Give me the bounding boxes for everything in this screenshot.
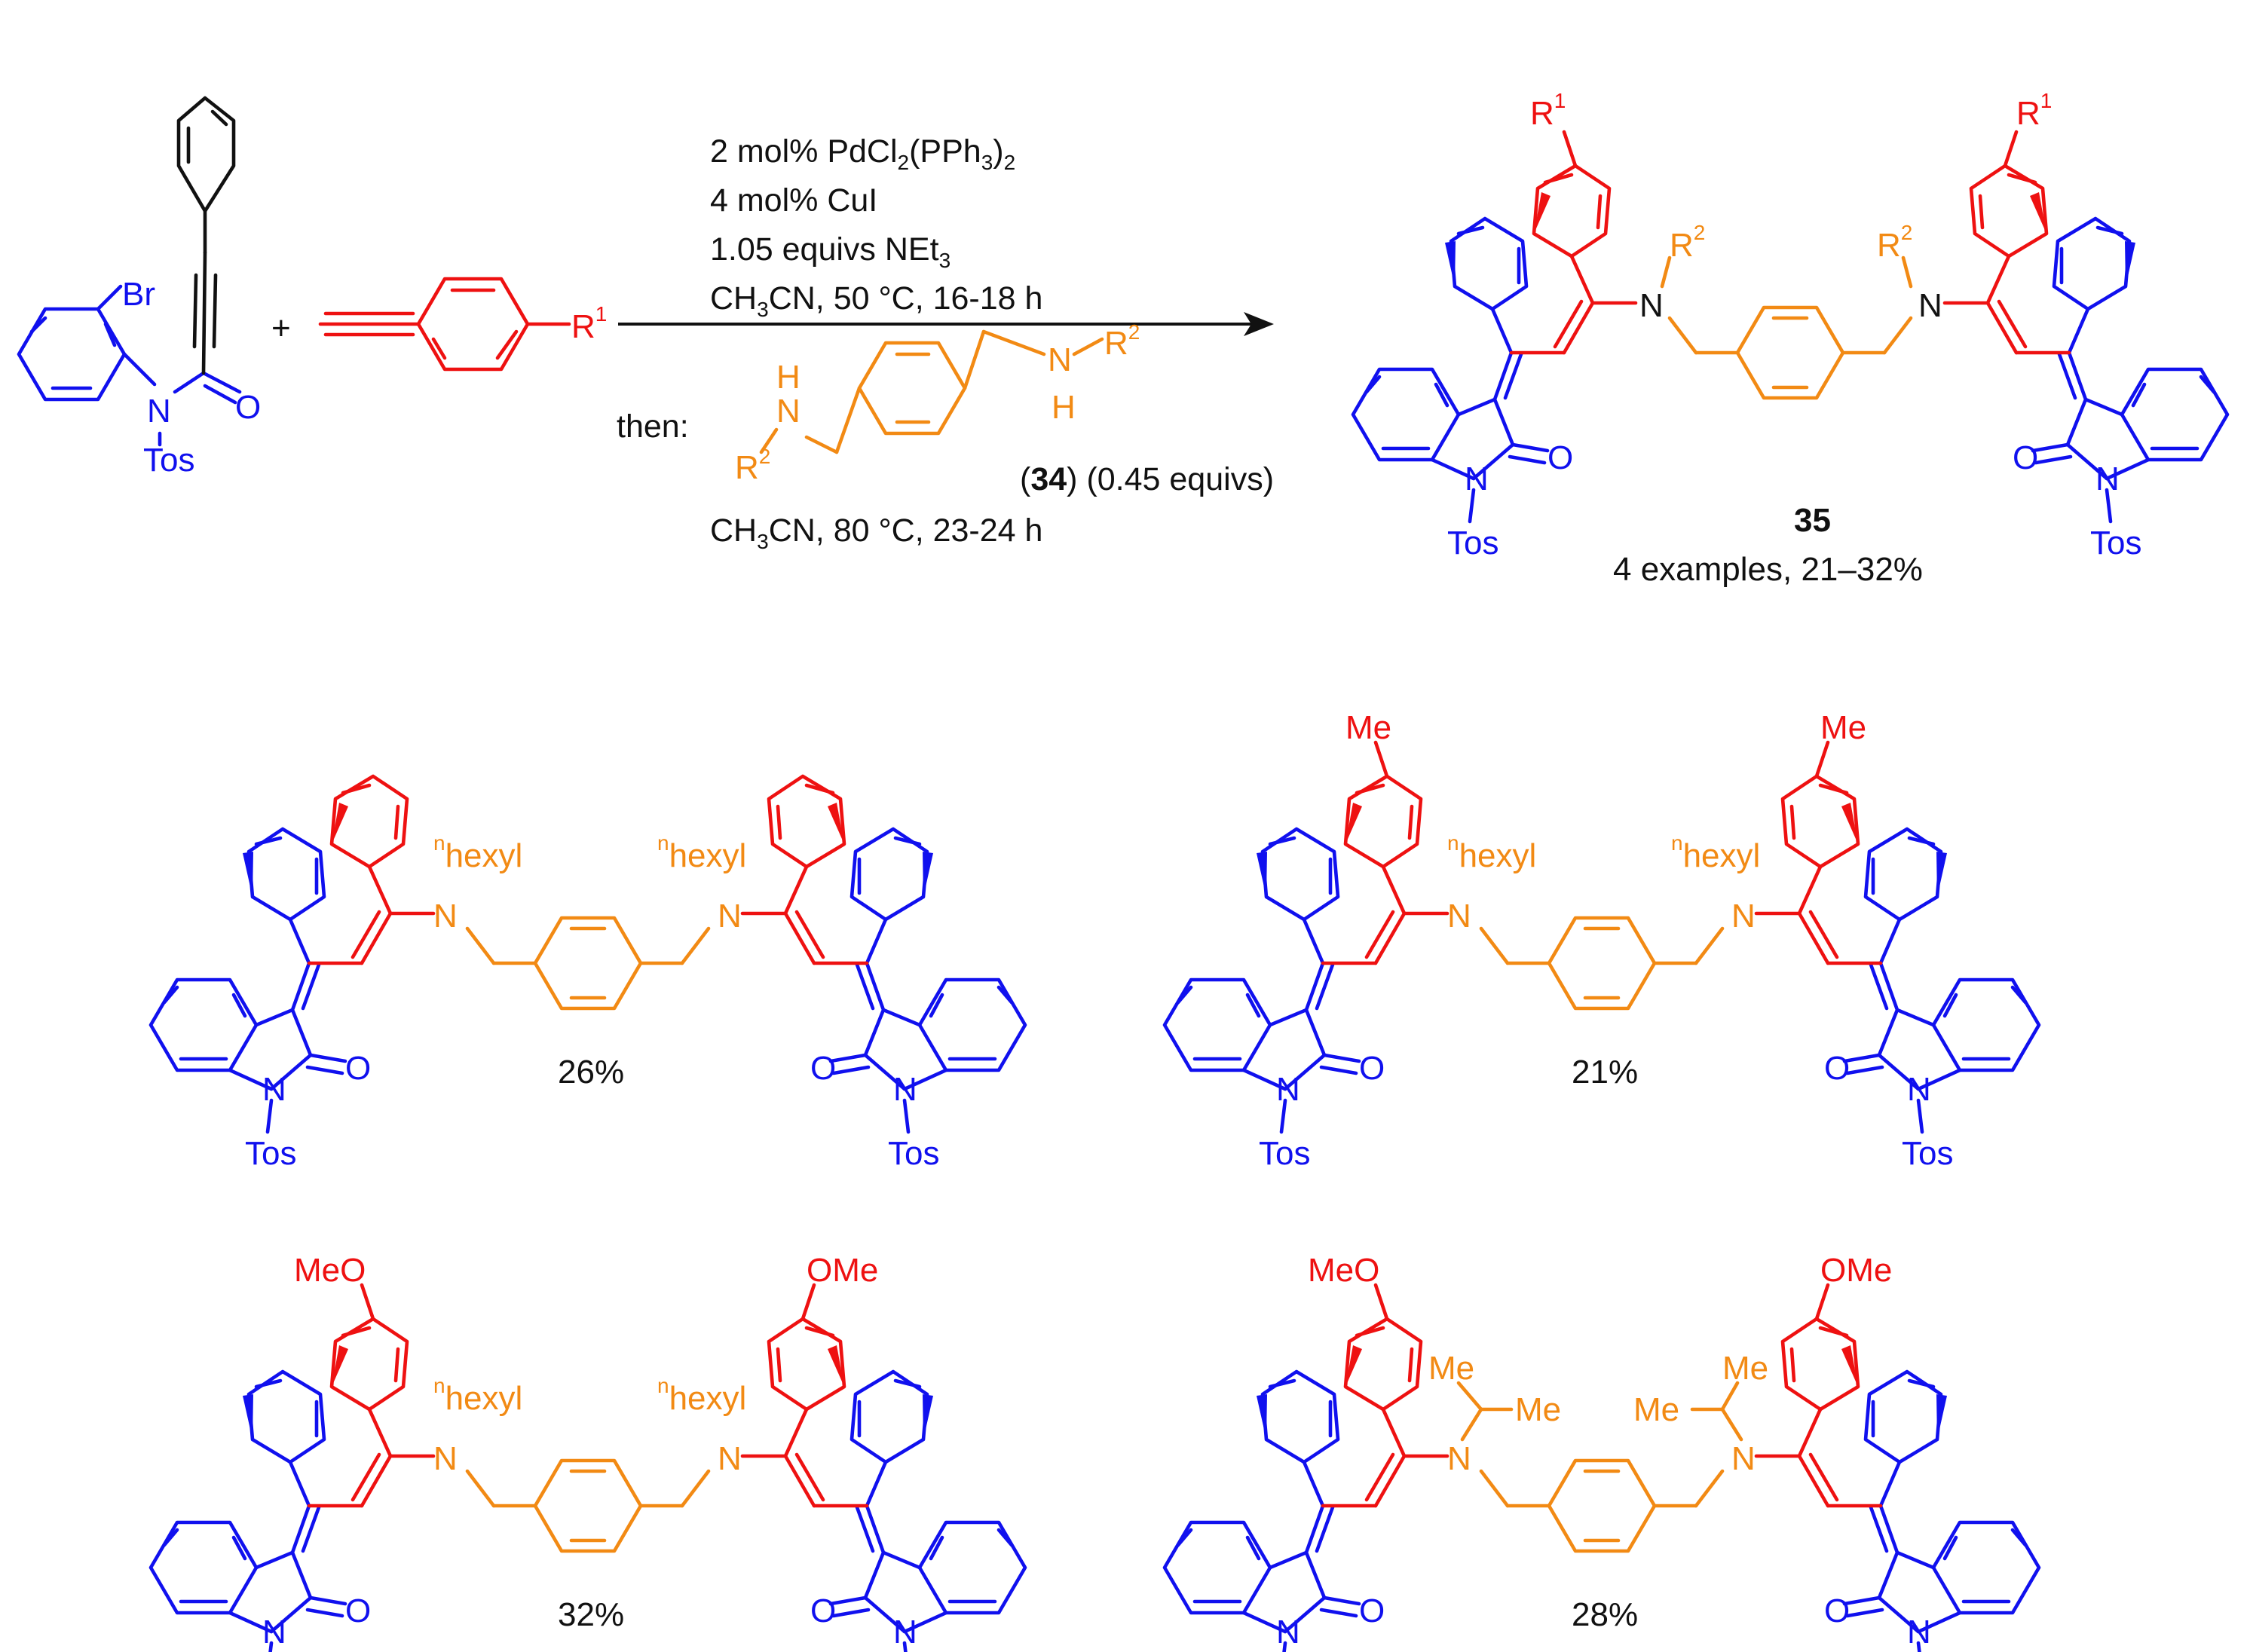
svg-text:N: N [776, 393, 801, 430]
svg-text:Tos: Tos [245, 1135, 296, 1172]
example-1-amine-left: nhexyl [433, 831, 522, 874]
nitrogen-label: N [147, 393, 171, 430]
svg-text:N: N [1907, 1071, 1931, 1108]
example-3-amine-right: nhexyl [657, 1374, 746, 1417]
example-4-ome-right: OMe [1820, 1252, 1892, 1289]
svg-text:N: N [2095, 460, 2120, 497]
svg-text:N: N [893, 1614, 917, 1650]
product-r1-left: R1 [1530, 89, 1566, 132]
svg-text:Tos: Tos [1447, 525, 1498, 561]
svg-text:Tos: Tos [2090, 525, 2141, 561]
diamine-34: N H R2 N H R2 [735, 320, 1140, 486]
svg-text:N: N [433, 898, 458, 935]
example-4-me-b: Me [1515, 1391, 1561, 1428]
example-1-amine-right: nhexyl [657, 831, 746, 874]
svg-text:N: N [1731, 1440, 1756, 1477]
example-4-me-d: Me [1633, 1391, 1679, 1428]
example-2-amine-right: nhexyl [1671, 831, 1760, 874]
svg-text:O: O [1824, 1050, 1850, 1087]
svg-text:O: O [345, 1050, 371, 1087]
svg-text:O: O [1359, 1050, 1385, 1087]
bromine-label: Br [122, 276, 155, 313]
example-4-ome-left: MeO [1308, 1252, 1379, 1289]
oxygen-label: O [235, 389, 261, 426]
svg-text:N: N [1276, 1614, 1300, 1650]
svg-text:H: H [1052, 389, 1076, 426]
svg-text:O: O [1359, 1592, 1385, 1629]
svg-text:N: N [1907, 1614, 1931, 1650]
example-2: N N nhexyl nhexyl Me Me O O N N Tos Tos [1165, 709, 2039, 1172]
svg-text:Tos: Tos [1902, 1135, 1953, 1172]
r2-label-right: R2 [1104, 320, 1140, 362]
example-2-me-right: Me [1820, 709, 1866, 746]
example-2-amine-left: nhexyl [1447, 831, 1536, 874]
example-3-amine-left: nhexyl [433, 1374, 522, 1417]
svg-text:N: N [433, 1440, 458, 1477]
svg-text:N: N [1447, 898, 1471, 935]
amine-ref: (34) (0.45 equivs) [1020, 461, 1274, 497]
svg-text:N: N [718, 898, 742, 935]
example-1: N N nhexyl nhexyl O O N N Tos Tos [151, 776, 1025, 1172]
example-4-me-a: Me [1428, 1350, 1474, 1387]
product-number: 35 [1794, 502, 1831, 539]
r2-label-left: R2 [735, 445, 770, 486]
reactant-1: Br N Tos O [17, 96, 261, 479]
svg-text:Tos: Tos [888, 1135, 939, 1172]
example-4-me-c: Me [1722, 1350, 1768, 1387]
svg-text:N: N [1465, 460, 1489, 497]
r1-label: R1 [571, 302, 607, 345]
conditions-below: then: N H R2 N H R2 (34) (0.45 equivs) C… [617, 320, 1274, 553]
svg-text:N: N [262, 1071, 286, 1108]
example-3-ome-left: MeO [294, 1252, 366, 1289]
svg-text:N: N [1276, 1071, 1300, 1108]
product-r1-right: R1 [2016, 89, 2052, 132]
example-3-yield: 32% [558, 1596, 624, 1633]
example-2-me-left: Me [1345, 709, 1391, 746]
svg-text:N: N [1731, 898, 1756, 935]
svg-text:N: N [1639, 287, 1664, 324]
svg-text:H: H [776, 359, 801, 396]
example-2-yield: 21% [1572, 1054, 1638, 1091]
svg-text:N: N [1918, 287, 1942, 324]
example-4-yield: 28% [1572, 1596, 1638, 1633]
example-4: N N Me Me Me Me MeO OMe O O N N Tos Tos [1165, 1252, 2039, 1652]
then-label: then: [617, 408, 689, 445]
condition-base: 1.05 equivs NEt3 [710, 231, 951, 272]
svg-text:Tos: Tos [1259, 1135, 1310, 1172]
example-1-yield: 26% [558, 1054, 624, 1091]
reactant-2: R1 [318, 277, 607, 372]
condition-cocatalyst: 4 mol% CuI [710, 182, 877, 219]
svg-text:N: N [262, 1614, 286, 1650]
reaction-arrow [618, 312, 1274, 336]
example-3-ome-right: OMe [807, 1252, 878, 1289]
svg-text:N: N [1447, 1440, 1471, 1477]
svg-text:O: O [1547, 439, 1573, 476]
svg-text:N: N [718, 1440, 742, 1477]
svg-text:O: O [1824, 1592, 1850, 1629]
svg-text:O: O [2013, 439, 2038, 476]
svg-text:O: O [345, 1592, 371, 1629]
conditions-above: 2 mol% PdCl2(PPh3)2 4 mol% CuI 1.05 equi… [710, 133, 1042, 321]
plus-sign: + [271, 310, 291, 347]
svg-text:O: O [810, 1050, 836, 1087]
svg-text:O: O [810, 1592, 836, 1629]
condition-solvent-2: CH3CN, 80 °C, 23-24 h [710, 512, 1042, 553]
product-r2-right: R2 [1877, 221, 1912, 264]
product-summary: 4 examples, 21–32% [1613, 551, 1923, 588]
svg-text:N: N [1048, 341, 1072, 378]
svg-text:N: N [893, 1071, 917, 1108]
tos-label: Tos [143, 442, 194, 479]
condition-catalyst: 2 mol% PdCl2(PPh3)2 [710, 133, 1015, 174]
condition-solvent-1: CH3CN, 50 °C, 16-18 h [710, 280, 1042, 321]
example-3: N N nhexyl nhexyl MeO OMe O O N N Tos To… [151, 1252, 1025, 1652]
product-35: N N R2 R2 R1 R1 O O N N Tos Tos [1353, 89, 2227, 561]
product-r2-left: R2 [1670, 221, 1705, 264]
